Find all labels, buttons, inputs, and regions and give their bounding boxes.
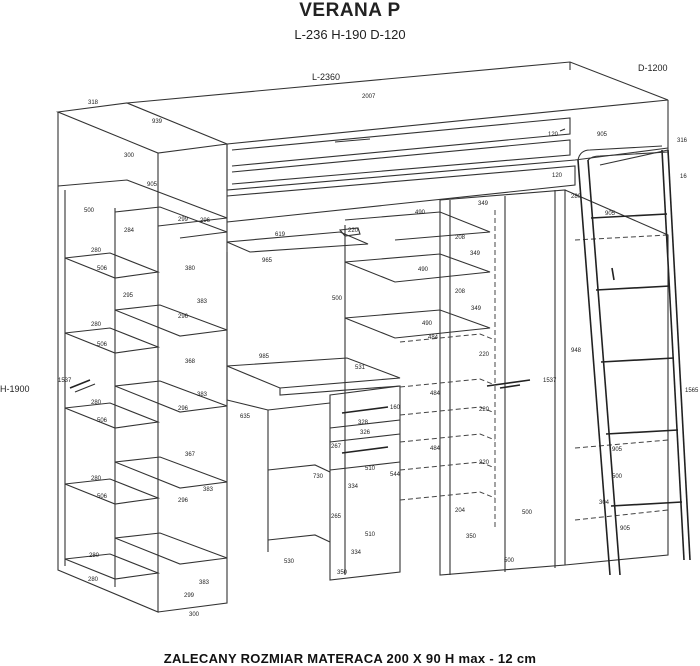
dimension-label: 544	[390, 472, 401, 478]
dimension-labels: 318 2007 939 120 905 316 120 16 300 905 500 299 296 2…	[58, 94, 699, 618]
overall-depth-label: D-1200	[638, 63, 668, 73]
dimension-label: 120	[552, 173, 563, 179]
dimension-label: 635	[240, 414, 251, 420]
dimension-label: 350	[337, 570, 348, 576]
dimension-label: 1565	[685, 388, 699, 394]
dimension-label: 484	[430, 391, 441, 397]
dimension-label: 500	[84, 208, 95, 214]
dimension-label: 16	[680, 174, 687, 180]
dimension-label: 985	[259, 354, 270, 360]
dimension-label: 905	[597, 132, 608, 138]
dimension-label: 510	[365, 532, 376, 538]
dimension-label: 296	[200, 218, 211, 224]
dimension-label: 326	[360, 430, 371, 436]
dimension-label: 280	[91, 476, 102, 482]
dimension-label: 220	[479, 407, 490, 413]
dimension-label: 380	[185, 266, 196, 272]
dimension-label: 730	[313, 474, 324, 480]
dimension-label: 334	[348, 484, 359, 490]
dimension-label: 506	[97, 266, 108, 272]
dimension-label: 939	[152, 119, 163, 125]
dimension-label: 120	[548, 132, 559, 138]
dimension-label: 905	[605, 211, 616, 217]
dimension-label: 383	[197, 392, 208, 398]
dimension-label: 316	[677, 138, 688, 144]
dimension-label: 284	[124, 228, 135, 234]
dimension-label: 349	[470, 251, 481, 257]
dimension-label: 1537	[543, 378, 557, 384]
dimension-label: 500	[522, 510, 533, 516]
dimension-label: 304	[599, 500, 610, 506]
dimension-label: 299	[178, 217, 189, 223]
dimension-label: 280	[91, 400, 102, 406]
dimension-label: 300	[124, 153, 135, 159]
dimension-label: 220	[348, 228, 359, 234]
dimension-label: 948	[571, 348, 582, 354]
overall-height-label: H-1900	[0, 384, 30, 394]
dimension-label: 265	[331, 514, 342, 520]
dimension-label: 368	[185, 359, 196, 365]
dimension-label: 280	[571, 194, 582, 200]
dimension-label: 619	[275, 232, 286, 238]
dimension-label: 905	[620, 526, 631, 532]
dimension-label: 383	[199, 580, 210, 586]
dimension-label: 160	[390, 405, 401, 411]
dimension-label: 500	[612, 474, 623, 480]
dimension-label: 280	[89, 553, 100, 559]
dimension-label: 280	[91, 322, 102, 328]
mattress-note: ZALECANY ROZMIAR MATERACA 200 X 90 H max…	[163, 651, 537, 666]
dimension-label: 531	[355, 365, 366, 371]
dimension-label: 905	[612, 447, 623, 453]
dimension-label: 490	[418, 267, 429, 273]
overall-labels: L-2360 H-1900 D-1200	[0, 63, 668, 394]
dimension-label: 506	[97, 494, 108, 500]
dimension-label: 530	[284, 559, 295, 565]
dimension-label: 220	[479, 460, 490, 466]
dimension-label: 506	[97, 342, 108, 348]
outline-lines	[55, 61, 691, 613]
dimension-label: 299	[184, 593, 195, 599]
dimension-label: 295	[123, 293, 134, 299]
dimension-label: 1537	[58, 378, 72, 384]
dimension-label: 383	[197, 299, 208, 305]
dimension-label: 500	[504, 558, 515, 564]
dimension-label: 296	[178, 498, 189, 504]
dimension-label: 383	[203, 487, 214, 493]
dimension-label: 500	[332, 296, 343, 302]
dimension-label: 349	[471, 306, 482, 312]
dimension-label: 296	[178, 406, 189, 412]
dimension-label: 296	[178, 314, 189, 320]
dimension-label: 318	[88, 100, 99, 106]
diagram-title: VERANA P	[299, 0, 401, 21]
dimension-label: 905	[147, 182, 158, 188]
dimension-label: 484	[428, 335, 439, 341]
dimension-label: 300	[189, 612, 200, 618]
dimension-label: 267	[331, 444, 342, 450]
dimension-label: 367	[185, 452, 196, 458]
dimension-label: 220	[479, 352, 490, 358]
dimension-label: 208	[455, 289, 466, 295]
dimension-label: 280	[91, 248, 102, 254]
dimension-label: 204	[455, 508, 466, 514]
overall-length-label: L-2360	[312, 72, 340, 82]
dimension-label: 510	[365, 466, 376, 472]
dimension-label: 490	[415, 210, 426, 216]
dimension-label: 490	[422, 321, 433, 327]
diagram-subtitle: L-236 H-190 D-120	[294, 27, 406, 42]
dimension-label: 349	[478, 201, 489, 207]
dimension-label: 2007	[362, 94, 376, 100]
dimension-label: 506	[97, 418, 108, 424]
dimension-label: 208	[455, 235, 466, 241]
dimension-label: 334	[351, 550, 362, 556]
dimension-label: 484	[430, 446, 441, 452]
dimension-label: 280	[88, 577, 99, 583]
dimension-label: 328	[358, 420, 369, 426]
dimension-label: 350	[466, 534, 477, 540]
dimension-label: 965	[262, 258, 273, 264]
